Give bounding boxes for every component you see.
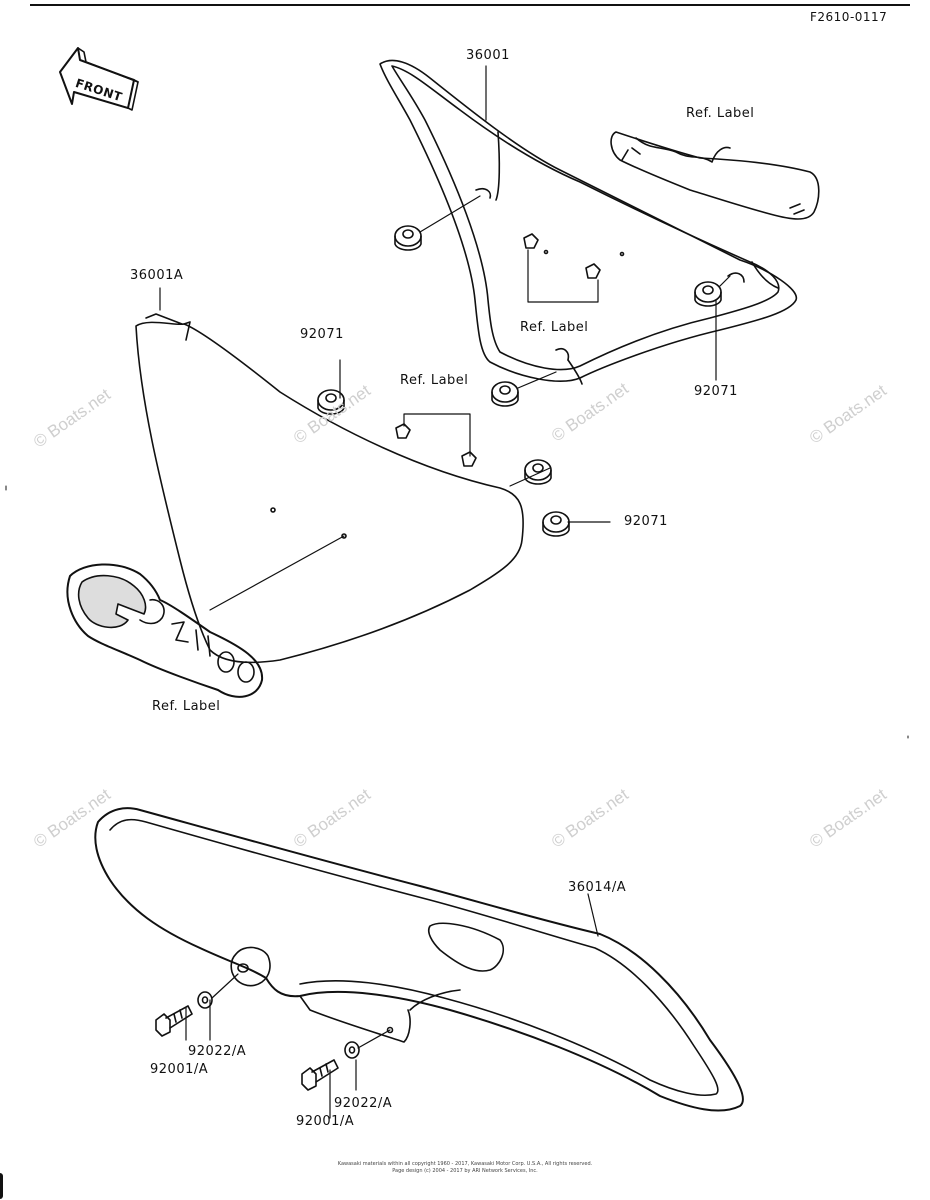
washer-icon: [197, 991, 360, 1059]
part-number-92071: 92071: [694, 384, 738, 399]
ref-label-text: Ref. Label: [400, 373, 469, 388]
leader-lines: [159, 65, 731, 1119]
front-arrow-icon: [59, 47, 139, 111]
chain-cover: [94, 807, 744, 1112]
figure-id: F2610-0117: [810, 10, 888, 24]
ref-label-text: Ref. Label: [686, 106, 755, 121]
part-number-36014a: 36014/A: [568, 880, 627, 895]
part-number-36001a: 36001A: [130, 268, 184, 283]
ref-label-strip-right: [610, 131, 820, 220]
ref-label-text: Ref. Label: [152, 699, 221, 714]
part-number-92001a: 92001/A: [150, 1062, 209, 1077]
gpz1100-emblem: [66, 563, 264, 698]
grommet-icon: [317, 225, 722, 537]
part-number-92071: 92071: [300, 327, 344, 342]
copyright-line: Kawasaki materials within all copyright …: [337, 1161, 593, 1167]
part-number-92022a: 92022/A: [188, 1044, 247, 1059]
side-cover-left: [135, 313, 524, 664]
part-number-92071: 92071: [624, 514, 668, 529]
clip-icon: [395, 233, 625, 467]
ref-label-text: Ref. Label: [520, 320, 589, 335]
part-number-92001a: 92001/A: [296, 1114, 355, 1129]
side-cover-right: [379, 59, 797, 385]
page-design-line: Page design (c) 2004 - 2017 by ARI Netwo…: [392, 1168, 538, 1174]
top-border-line: [30, 4, 910, 6]
bolt-icon: [155, 1005, 339, 1091]
part-number-36001: 36001: [466, 48, 510, 63]
part-number-92022a: 92022/A: [334, 1096, 393, 1111]
